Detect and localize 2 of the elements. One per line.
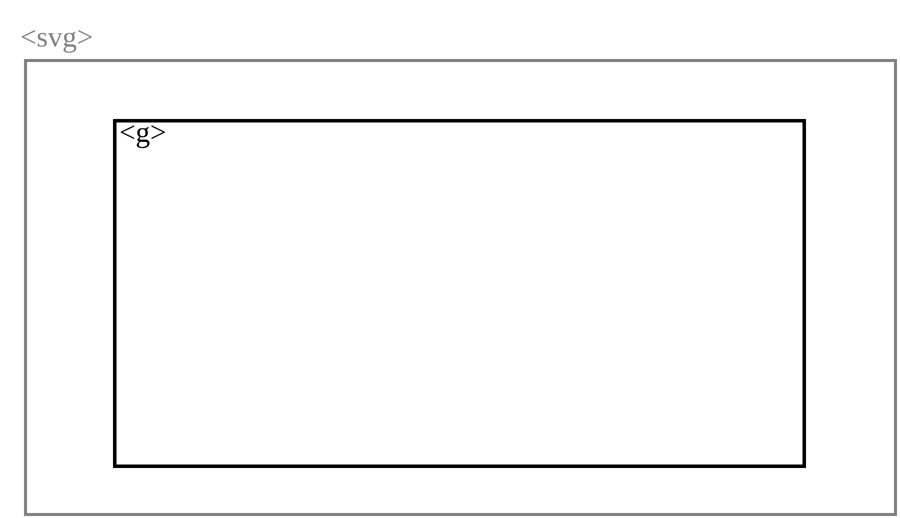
tag-label: <g> — [120, 125, 166, 148]
tag-label: <svg> — [22, 30, 92, 53]
